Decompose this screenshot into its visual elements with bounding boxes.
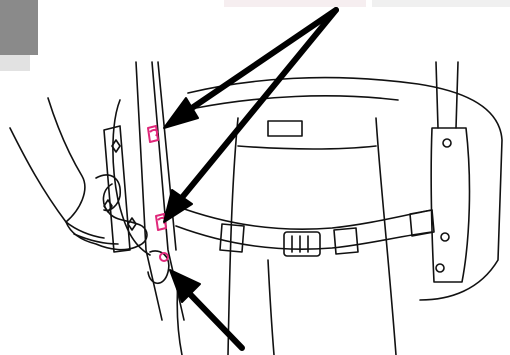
pack-panel-curve	[238, 146, 376, 149]
hip-belt-upper	[176, 206, 432, 229]
right-strap-rivet-1	[443, 139, 451, 147]
pack-center-panel	[228, 118, 238, 355]
hip-belt-keeper-right	[334, 228, 358, 254]
right-strap-rod-inner	[456, 62, 458, 128]
callout-arrow-1-head	[164, 98, 198, 128]
left-strap-rod-outer	[136, 62, 162, 320]
highlight-strap-clip-upper	[148, 126, 158, 142]
arm-outline	[10, 128, 66, 222]
hip-belt-keeper-far	[410, 210, 434, 236]
hand-outline	[48, 98, 147, 250]
pack-center-panel-right	[376, 118, 396, 355]
callout-arrow-2-shaft	[180, 10, 336, 200]
pack-body-outline	[188, 78, 502, 300]
right-strap-rod-outer	[436, 62, 438, 128]
right-strap-pad	[431, 128, 469, 282]
pack-top-seam	[196, 96, 398, 108]
right-strap-rivet-3	[436, 264, 444, 272]
callout-arrow-3-shaft	[186, 290, 242, 348]
left-diamond-2	[128, 218, 136, 230]
left-side-panel	[104, 126, 130, 252]
hand-finger-2	[74, 234, 118, 244]
left-strap-clip	[148, 251, 169, 283]
right-strap-rivet-2	[441, 233, 449, 241]
pack-lower-panel	[268, 260, 274, 355]
hip-belt-buckle	[284, 232, 320, 256]
pack-label-patch	[268, 121, 302, 136]
